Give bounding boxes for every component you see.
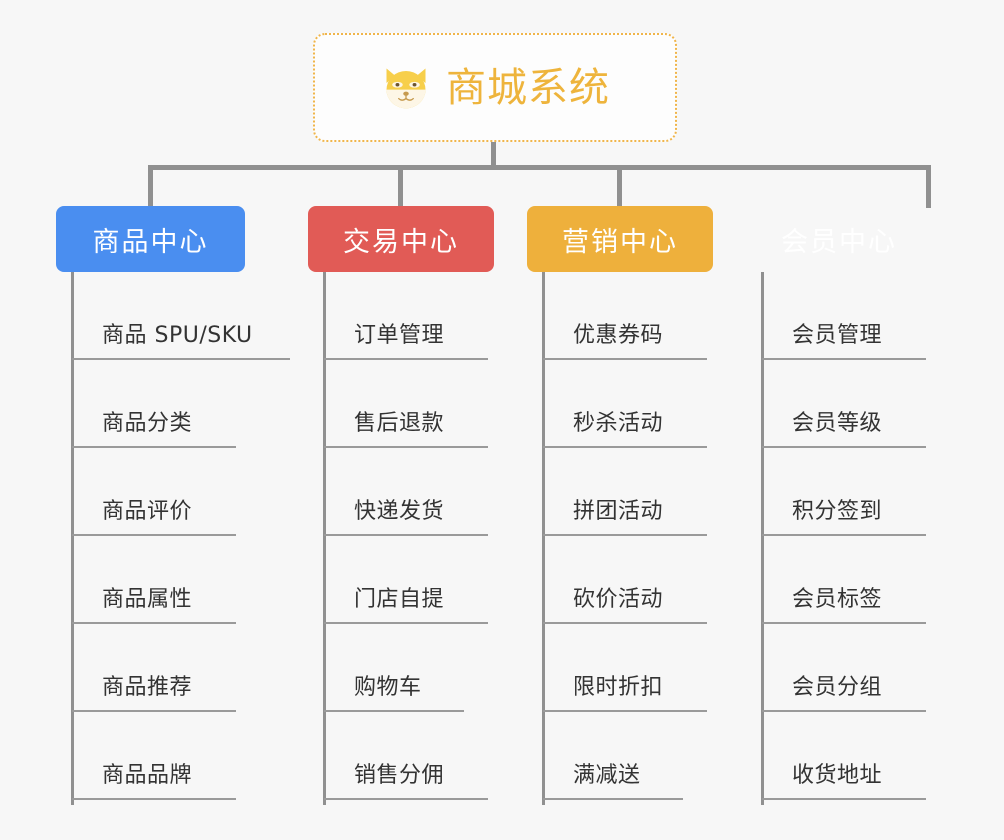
- root-node[interactable]: 商城系统: [313, 33, 677, 142]
- branch-body: 订单管理 售后退款 快递发货 门店自提 购物车 销售分佣: [308, 272, 508, 805]
- list-item-underline: [72, 534, 236, 536]
- list-item[interactable]: 砍价活动: [543, 536, 727, 624]
- list-item[interactable]: 商品 SPU/SKU: [72, 272, 290, 360]
- list-item[interactable]: 拼团活动: [543, 448, 727, 536]
- list-item[interactable]: 销售分佣: [324, 712, 508, 800]
- list-item[interactable]: 收货地址: [762, 712, 946, 800]
- list-item-underline: [762, 710, 926, 712]
- list-item-underline: [543, 358, 707, 360]
- list-item[interactable]: 商品属性: [72, 536, 286, 624]
- list-item-label: 商品 SPU/SKU: [102, 323, 253, 348]
- list-item[interactable]: 快递发货: [324, 448, 508, 536]
- list-item-label: 商品分类: [102, 411, 193, 436]
- list-item[interactable]: 商品评价: [72, 448, 286, 536]
- list-item-label: 满减送: [573, 763, 641, 788]
- list-item[interactable]: 秒杀活动: [543, 360, 727, 448]
- connector-drop-1: [148, 165, 153, 208]
- list-item-label: 商品品牌: [102, 763, 193, 788]
- list-item-label: 售后退款: [354, 411, 445, 436]
- list-item[interactable]: 满减送: [543, 712, 727, 800]
- list-item[interactable]: 会员标签: [762, 536, 946, 624]
- list-item-underline: [762, 358, 926, 360]
- branch-trunk: [542, 272, 545, 805]
- list-item-underline: [324, 798, 488, 800]
- list-item-underline: [324, 358, 488, 360]
- list-item[interactable]: 购物车: [324, 624, 508, 712]
- branch-body: 优惠券码 秒杀活动 拼团活动 砍价活动 限时折扣 满减送: [527, 272, 727, 805]
- branch-trade-center: 交易中心 订单管理 售后退款 快递发货 门店自提 购物车 销售分佣: [308, 206, 508, 805]
- list-item-label: 砍价活动: [573, 587, 664, 612]
- shiba-dog-icon: [386, 68, 426, 108]
- list-item-label: 快递发货: [354, 499, 445, 524]
- list-item-label: 优惠券码: [573, 323, 664, 348]
- list-item-label: 限时折扣: [573, 675, 664, 700]
- list-item-underline: [324, 622, 488, 624]
- list-item-underline: [543, 622, 707, 624]
- list-item[interactable]: 会员等级: [762, 360, 946, 448]
- list-item-label: 会员等级: [792, 411, 883, 436]
- list-item[interactable]: 订单管理: [324, 272, 508, 360]
- list-item-underline: [762, 622, 926, 624]
- list-item-underline: [762, 798, 926, 800]
- branch-trunk: [323, 272, 326, 805]
- list-item-label: 商品属性: [102, 587, 193, 612]
- list-item[interactable]: 商品分类: [72, 360, 286, 448]
- branch-body: 商品 SPU/SKU 商品分类 商品评价 商品属性 商品推荐 商品品牌: [56, 272, 290, 805]
- list-item-label: 收货地址: [792, 763, 883, 788]
- list-item-underline: [72, 798, 236, 800]
- branch-header[interactable]: 商品中心: [56, 206, 245, 272]
- list-item[interactable]: 优惠券码: [543, 272, 727, 360]
- list-item-label: 商品评价: [102, 499, 193, 524]
- list-item-label: 积分签到: [792, 499, 883, 524]
- connector-drop-3: [617, 165, 622, 208]
- list-item[interactable]: 商品品牌: [72, 712, 286, 800]
- list-item[interactable]: 商品推荐: [72, 624, 286, 712]
- connector-stem: [491, 142, 496, 169]
- list-item-label: 购物车: [354, 675, 422, 700]
- list-item-underline: [543, 798, 683, 800]
- root-title: 商城系统: [446, 64, 610, 111]
- list-item-label: 订单管理: [354, 323, 445, 348]
- branch-trunk: [71, 272, 74, 805]
- list-item-label: 会员标签: [792, 587, 883, 612]
- list-item-underline: [72, 446, 236, 448]
- list-item[interactable]: 会员分组: [762, 624, 946, 712]
- list-item-label: 会员分组: [792, 675, 883, 700]
- list-item[interactable]: 积分签到: [762, 448, 946, 536]
- list-item-label: 秒杀活动: [573, 411, 664, 436]
- list-item[interactable]: 限时折扣: [543, 624, 727, 712]
- connector-bus: [148, 165, 931, 170]
- list-item-underline: [324, 710, 464, 712]
- list-item-underline: [72, 622, 236, 624]
- list-item[interactable]: 门店自提: [324, 536, 508, 624]
- branch-body: 会员管理 会员等级 积分签到 会员标签 会员分组 收货地址: [746, 272, 946, 805]
- list-item-label: 门店自提: [354, 587, 445, 612]
- branch-marketing-center: 营销中心 优惠券码 秒杀活动 拼团活动 砍价活动 限时折扣 满减送: [527, 206, 727, 805]
- connector-drop-2: [398, 165, 403, 208]
- branch-member-center: 会员中心 会员管理 会员等级 积分签到 会员标签 会员分组 收货地址: [746, 206, 946, 805]
- list-item-label: 会员管理: [792, 323, 883, 348]
- list-item-underline: [762, 446, 926, 448]
- list-item-label: 拼团活动: [573, 499, 664, 524]
- list-item-underline: [324, 446, 488, 448]
- list-item-label: 商品推荐: [102, 675, 193, 700]
- branch-header[interactable]: 营销中心: [527, 206, 713, 272]
- branch-product-center: 商品中心 商品 SPU/SKU 商品分类 商品评价 商品属性 商品推荐 商品品牌: [56, 206, 290, 805]
- list-item[interactable]: 售后退款: [324, 360, 508, 448]
- list-item-underline: [543, 446, 707, 448]
- branch-trunk: [761, 272, 764, 805]
- list-item[interactable]: 会员管理: [762, 272, 946, 360]
- list-item-underline: [543, 534, 707, 536]
- list-item-underline: [762, 534, 926, 536]
- list-item-underline: [72, 710, 236, 712]
- branch-header[interactable]: 交易中心: [308, 206, 494, 272]
- branch-header[interactable]: 会员中心: [781, 226, 897, 258]
- list-item-label: 销售分佣: [354, 763, 445, 788]
- list-item-underline: [543, 710, 707, 712]
- list-item-underline: [324, 534, 488, 536]
- connector-drop-4: [926, 165, 931, 208]
- list-item-underline: [72, 358, 290, 360]
